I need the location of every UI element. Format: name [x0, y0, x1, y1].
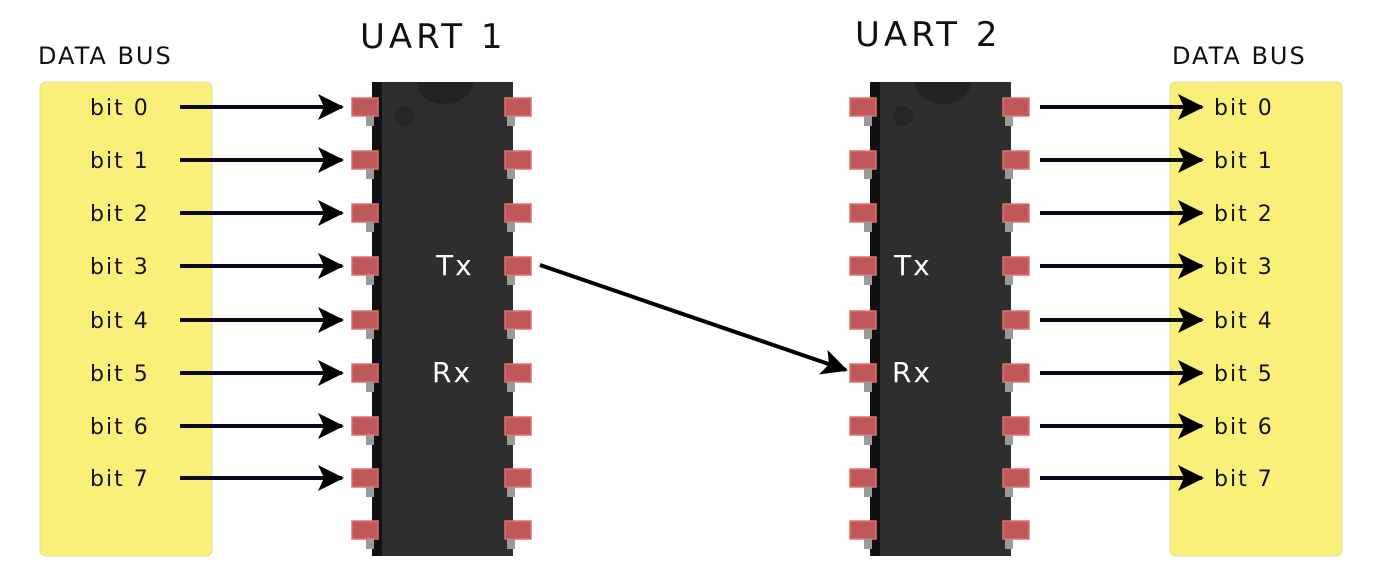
pin	[504, 416, 532, 436]
left-bit-label: bit 3	[90, 255, 150, 280]
right-bit-label: bit 4	[1214, 309, 1274, 334]
right-bit-label: bit 0	[1214, 96, 1274, 121]
uart2-tx-label: Tx	[893, 249, 932, 282]
left-bit-label: bit 4	[90, 309, 150, 334]
right-bit-label: bit 3	[1214, 255, 1274, 280]
pin	[351, 256, 379, 276]
left-bit-label: bit 5	[90, 362, 150, 387]
pin	[849, 150, 877, 170]
pin	[504, 256, 532, 276]
pin	[504, 520, 532, 540]
pin	[1002, 97, 1030, 117]
right-bus-title: DATA BUS	[1172, 42, 1307, 70]
uart1-title: UART 1	[360, 17, 507, 57]
pin	[849, 520, 877, 540]
pin1-dot	[395, 106, 415, 126]
pin	[351, 203, 379, 223]
pin	[849, 203, 877, 223]
pin	[504, 97, 532, 117]
uart2-rx-label: Rx	[892, 356, 932, 389]
tx-to-rx-arrow	[539, 263, 848, 375]
right-bit-label: bit 7	[1214, 467, 1274, 492]
pin	[849, 256, 877, 276]
left-bit-label: bit 6	[90, 415, 150, 440]
pin	[1002, 310, 1030, 330]
notch	[915, 82, 971, 104]
pin	[1002, 468, 1030, 488]
right-bit-label: bit 1	[1214, 149, 1274, 174]
pin	[849, 310, 877, 330]
pin	[1002, 416, 1030, 436]
pin	[1002, 256, 1030, 276]
pin	[1002, 363, 1030, 383]
left-bit-label: bit 0	[90, 96, 150, 121]
right-bit-label: bit 6	[1214, 415, 1274, 440]
pin	[351, 468, 379, 488]
uart1-chip	[351, 82, 532, 556]
pin	[849, 468, 877, 488]
pin	[351, 363, 379, 383]
pin	[351, 416, 379, 436]
right-bit-label: bit 2	[1214, 202, 1274, 227]
pin	[849, 363, 877, 383]
pin	[849, 416, 877, 436]
right-bit-label: bit 5	[1214, 362, 1274, 387]
pin	[504, 310, 532, 330]
pin	[504, 468, 532, 488]
left-bit-label: bit 2	[90, 202, 150, 227]
pin	[849, 97, 877, 117]
pin	[351, 150, 379, 170]
uart1-tx-label: Tx	[435, 249, 474, 282]
pin1-dot	[893, 106, 913, 126]
pin	[504, 150, 532, 170]
pin	[1002, 520, 1030, 540]
notch	[417, 82, 473, 104]
pin	[351, 310, 379, 330]
uart2-title: UART 2	[855, 15, 1002, 55]
pin	[351, 520, 379, 540]
pin	[1002, 203, 1030, 223]
left-bus-title: DATA BUS	[38, 42, 173, 70]
pin	[1002, 150, 1030, 170]
uart2-chip	[849, 82, 1030, 556]
uart1-rx-label: Rx	[432, 356, 472, 389]
pin	[504, 363, 532, 383]
pin	[351, 97, 379, 117]
left-bit-label: bit 7	[90, 467, 150, 492]
pin	[504, 203, 532, 223]
left-bit-label: bit 1	[90, 149, 150, 174]
